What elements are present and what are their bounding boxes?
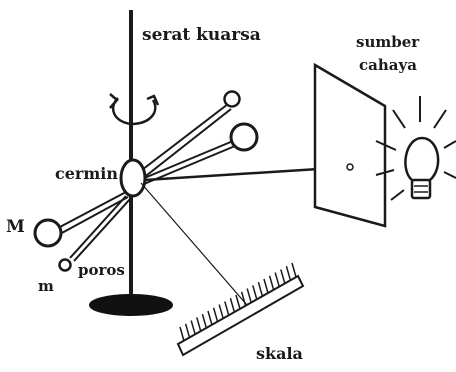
rotation-arrow — [109, 93, 160, 126]
label-light-source-2: cahaya — [359, 56, 417, 74]
scale-ticks — [179, 262, 297, 342]
label-fiber: serat kuarsa — [142, 25, 261, 45]
label-light-source-1: sumber — [356, 33, 420, 51]
light-bulb-icon — [404, 136, 440, 200]
label-scale: skala — [256, 344, 303, 363]
small-sphere-upper — [223, 90, 241, 108]
scale-ruler — [176, 262, 305, 357]
upper-small-rod — [137, 103, 232, 180]
mirror — [119, 158, 147, 198]
scale-tick — [201, 313, 208, 329]
scale-tick — [252, 285, 258, 300]
label-axis: poros — [78, 261, 125, 279]
scale-tick — [274, 272, 280, 287]
slit-hole — [346, 163, 354, 171]
scale-tick — [212, 307, 219, 323]
scale-tick — [179, 326, 185, 342]
scale-tick — [285, 265, 292, 281]
label-small-mass: m — [38, 277, 54, 295]
label-big-mass: M — [6, 217, 25, 237]
scale-tick — [184, 323, 191, 339]
scale-tick — [291, 262, 297, 278]
scale-tick — [280, 269, 286, 284]
scale-tick — [263, 278, 269, 294]
scale-tick — [268, 275, 275, 291]
scale-tick — [224, 301, 230, 316]
small-sphere-m — [58, 258, 72, 272]
scale-tick — [257, 281, 264, 297]
scale-tick — [218, 304, 224, 319]
scale-tick — [240, 291, 247, 307]
scale-tick — [235, 294, 241, 310]
scale-tick — [229, 297, 236, 313]
lower-big-rod — [57, 191, 129, 235]
light-rays — [375, 96, 456, 201]
label-mirror: cermin — [55, 164, 118, 183]
scale-tick — [246, 288, 252, 303]
big-sphere-upper — [229, 122, 259, 152]
scale-tick — [196, 317, 202, 332]
scale-tick — [207, 310, 213, 326]
upper-big-rod — [141, 140, 236, 185]
scale-tick — [190, 320, 196, 335]
base-disk — [89, 294, 173, 316]
big-sphere-M — [33, 218, 63, 248]
lower-small-rod — [69, 195, 131, 262]
reflected-ray — [140, 182, 248, 306]
slit-screen — [313, 62, 387, 228]
